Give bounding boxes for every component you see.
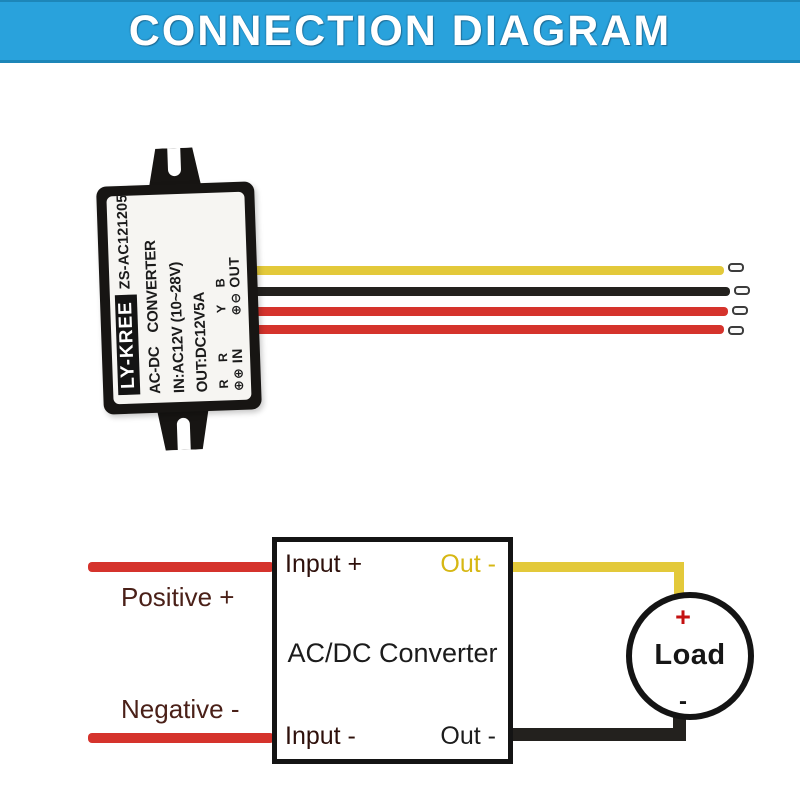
mounting-slot <box>177 418 191 450</box>
input-spec: IN:AC12V (10~28V) <box>166 261 188 394</box>
input-plus-label: Input + <box>285 550 363 578</box>
in-label: IN <box>229 347 246 364</box>
in-terminal-group: R R ⊕⊕IN <box>216 345 247 392</box>
converter-module: LY-KREE ZS-AC121205 AC-DC CONVERTER IN:A… <box>91 145 267 453</box>
load-minus-sign: - <box>679 688 687 715</box>
load-circle: + Load - <box>626 592 754 720</box>
out-bottom-label: Out - <box>440 722 496 750</box>
converter-box: Input + Out - AC/DC Converter Input - Ou… <box>272 537 513 764</box>
black-wire <box>248 287 730 296</box>
module-label: LY-KREE ZS-AC121205 AC-DC CONVERTER IN:A… <box>106 191 252 405</box>
out-terminal-group: Y B ⊕⊖OUT <box>213 256 244 316</box>
positive-input-wire <box>88 562 274 572</box>
load-label: Load <box>654 639 726 671</box>
yellow-wire <box>248 266 724 275</box>
negative-label: Negative - <box>121 694 240 724</box>
banner-title: CONNECTION DIAGRAM <box>128 6 672 55</box>
wire-tip <box>728 263 744 272</box>
positive-label: Positive + <box>121 582 235 612</box>
input-spec-row: IN:AC12V (10~28V) <box>164 203 188 394</box>
terminal-markings: R R ⊕⊕IN Y B ⊕⊖OUT <box>212 201 246 392</box>
converter-box-title: AC/DC Converter <box>287 638 498 668</box>
screw-terminal-symbols: ⊕⊕IN <box>229 347 247 392</box>
out-label: OUT <box>225 256 243 288</box>
wire-tip <box>732 306 748 315</box>
screw-terminal-symbols: ⊕⊖OUT <box>225 256 244 316</box>
output-spec-row: OUT:DC12V5A <box>188 202 212 393</box>
input-minus-label: Input - <box>285 722 356 750</box>
red-wire-1 <box>248 307 728 316</box>
wire-tip <box>734 286 750 295</box>
type-row: AC-DC CONVERTER <box>140 204 164 394</box>
model-number: ZS-AC121205 <box>114 194 134 290</box>
red-wire-2 <box>248 325 724 334</box>
brand-name: LY-KREE <box>114 294 141 396</box>
negative-input-wire <box>88 733 274 743</box>
output-yellow-wire-vertical <box>674 566 684 600</box>
output-black-wire-horizontal <box>513 728 686 741</box>
out-top-label: Out - <box>440 550 496 578</box>
mounting-slot <box>167 148 181 176</box>
output-yellow-wire-horizontal <box>513 562 684 572</box>
title-banner: CONNECTION DIAGRAM <box>0 0 800 63</box>
brand-row: LY-KREE ZS-AC121205 <box>112 194 141 396</box>
type-converter: CONVERTER <box>141 239 162 333</box>
module-body: LY-KREE ZS-AC121205 AC-DC CONVERTER IN:A… <box>96 181 262 415</box>
wire-tip <box>728 326 744 335</box>
load-plus-sign: + <box>675 602 691 632</box>
type-acdc: AC-DC <box>145 346 165 395</box>
output-spec: OUT:DC12V5A <box>191 291 212 393</box>
module-label-text: LY-KREE ZS-AC121205 AC-DC CONVERTER IN:A… <box>109 194 250 400</box>
